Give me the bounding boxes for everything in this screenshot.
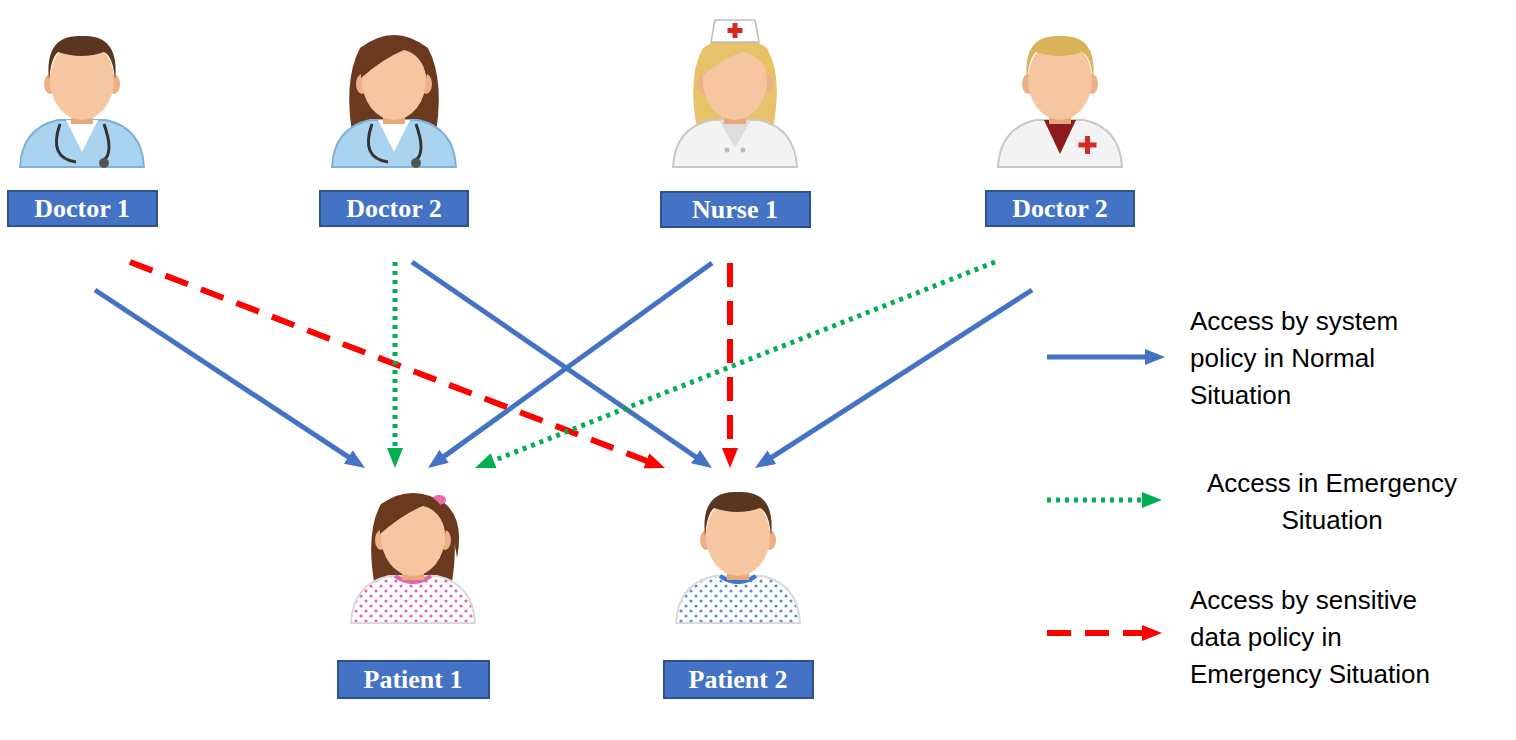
access-arrow — [768, 290, 1032, 459]
name-text: Nurse 1 — [692, 195, 778, 225]
doctor-icon-part — [416, 124, 421, 160]
nurse-icon-part — [711, 20, 759, 42]
name-label: Patient 2 — [663, 660, 814, 699]
doctor-icon-part — [368, 124, 388, 162]
name-label: Patient 1 — [337, 660, 490, 699]
name-label: Nurse 1 — [660, 191, 811, 228]
doctor-icon — [20, 36, 144, 168]
nurse-icon-part — [725, 148, 730, 153]
name-label: Doctor 1 — [7, 190, 158, 227]
nurse-icon-part — [702, 40, 768, 76]
doctor-icon — [332, 35, 456, 168]
patient-icon-part — [676, 576, 800, 623]
legend-entry: Access by sensitive data policy in Emerg… — [1190, 582, 1458, 693]
legend-entry: Access by system policy in Normal Situat… — [1190, 303, 1440, 414]
person-node: Patient 1 — [337, 488, 490, 699]
nurse-icon-part — [673, 120, 797, 167]
doctor-icon-part — [1044, 120, 1076, 154]
legend-text: Access by sensitive data policy in Emerg… — [1190, 585, 1430, 689]
doctor-icon-part — [56, 124, 76, 162]
nurse-icon — [673, 20, 797, 167]
legend-sample-line — [1047, 355, 1149, 360]
name-text: Doctor 1 — [34, 194, 130, 224]
legend-text: Access in Emergency Situation — [1207, 468, 1457, 535]
doctor-icon-part — [998, 120, 1122, 167]
name-text: Doctor 2 — [1012, 194, 1108, 224]
name-label: Doctor 2 — [985, 190, 1135, 227]
doctor-icon-part — [361, 38, 427, 78]
legend-entry: Access in Emergency Situation — [1193, 465, 1471, 539]
legend-sample-line — [1047, 498, 1146, 503]
access-arrow — [95, 290, 352, 459]
doctor-icon-part — [378, 120, 410, 152]
nurse-icon-part — [697, 40, 773, 124]
doctor-icon — [998, 36, 1122, 167]
name-text: Patient 1 — [364, 665, 463, 695]
name-label: Doctor 2 — [319, 190, 469, 227]
patient-icon-part — [380, 494, 446, 534]
name-text: Patient 2 — [689, 665, 788, 695]
nurse-icon-part — [693, 37, 777, 128]
doctor-icon-part — [411, 158, 421, 168]
nurse-icon-part — [741, 148, 746, 153]
legend-sample-line — [1047, 630, 1146, 636]
access-arrow — [393, 262, 398, 452]
nurse-icon-part — [728, 28, 743, 33]
doctor-icon-part — [66, 120, 98, 152]
patient-icon — [351, 493, 475, 623]
name-text: Doctor 2 — [346, 194, 442, 224]
access-arrow — [412, 262, 699, 459]
legend-text: Access by system policy in Normal Situat… — [1190, 306, 1398, 410]
doctor-icon-part — [99, 158, 109, 168]
doctor-icon-part — [20, 120, 144, 167]
patient-icon-part — [351, 576, 475, 623]
doctor-icon-part — [1026, 36, 1093, 80]
access-arrow — [727, 263, 733, 452]
doctor-icon-part — [48, 36, 115, 80]
nurse-icon-part — [719, 120, 751, 148]
doctor-icon-part — [104, 124, 109, 160]
doctor-icon-part — [1079, 143, 1097, 148]
person-node: Doctor 2 — [985, 28, 1135, 227]
person-node: Patient 2 — [663, 488, 814, 699]
person-node: Nurse 1 — [660, 20, 811, 228]
patient-icon — [676, 492, 800, 623]
patient-icon-part — [704, 492, 771, 536]
person-node: Doctor 1 — [7, 28, 158, 227]
person-node: Doctor 2 — [319, 28, 469, 227]
doctor-icon-part — [332, 120, 456, 167]
